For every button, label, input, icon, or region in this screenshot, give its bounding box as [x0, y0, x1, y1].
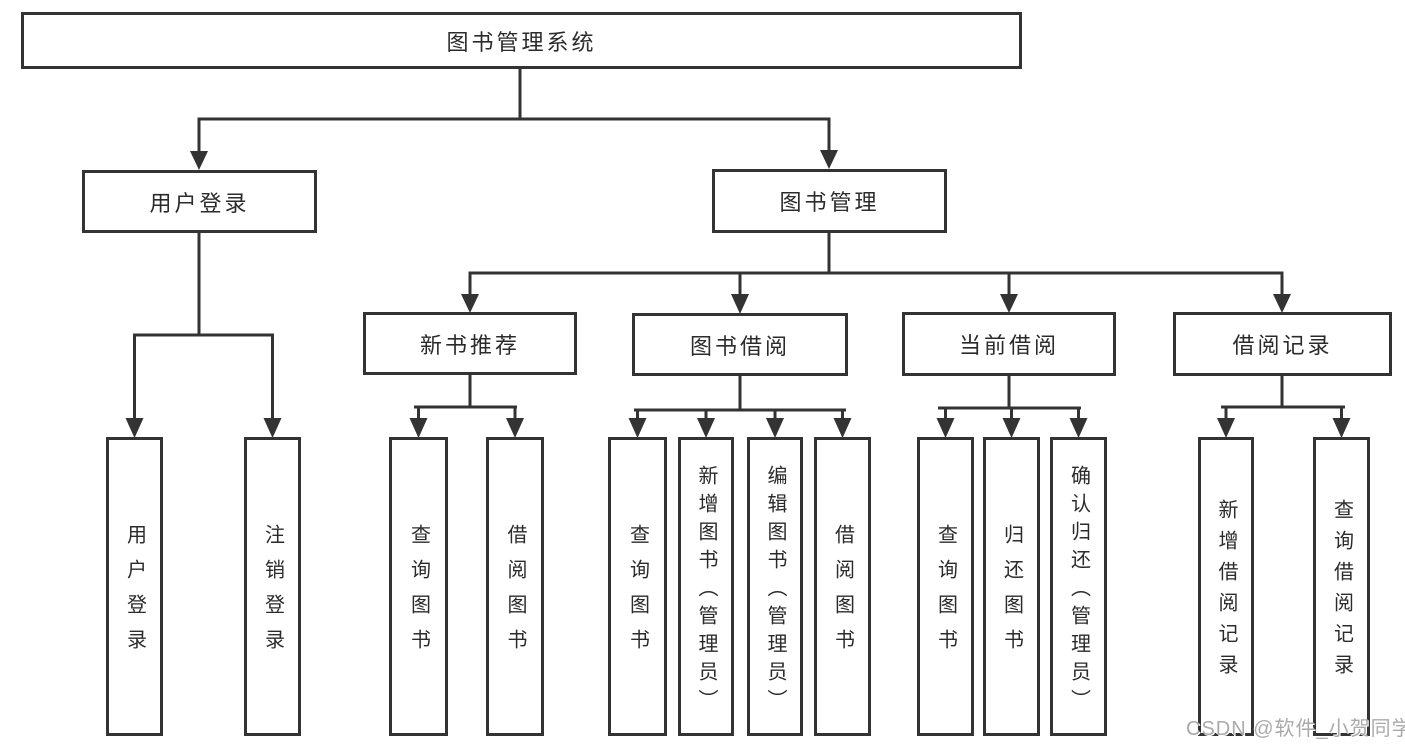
leaf-label: 新增图书（管理员） [695, 464, 717, 717]
leaf-edit-books-admin: 编辑图书（管理员） [747, 437, 803, 736]
leaf-label: 查询图书 [626, 524, 649, 664]
leaf-label: 编辑图书（管理员） [764, 464, 786, 717]
leaf-label: 查询图书 [934, 524, 957, 664]
leaf-label: 确认归还（管理员） [1067, 464, 1090, 717]
node-book-management: 图书管理 [712, 169, 947, 233]
node-new-book-recommendation: 新书推荐 [363, 312, 577, 375]
leaf-label: 归还图书 [1000, 524, 1023, 664]
node-borrowing-records: 借阅记录 [1173, 312, 1392, 376]
node-label: 当前借阅 [958, 333, 1059, 358]
leaf-label: 借阅图书 [504, 524, 526, 664]
leaf-label: 用户登录 [123, 524, 146, 664]
leaf-add-books-admin: 新增图书（管理员） [678, 437, 734, 736]
node-current-borrowing: 当前借阅 [902, 312, 1116, 376]
leaf-label: 借阅图书 [831, 524, 854, 664]
leaf-query-books-recommend: 查询图书 [389, 437, 448, 736]
node-label: 图书管理 [779, 190, 880, 215]
leaf-user-login: 用户登录 [106, 437, 163, 736]
leaf-add-borrow-record: 新增借阅记录 [1198, 437, 1254, 736]
node-book-borrowing: 图书借阅 [632, 313, 848, 376]
leaf-borrow-books: 借阅图书 [814, 437, 871, 736]
node-label: 借阅记录 [1232, 333, 1333, 358]
leaf-query-borrow-record: 查询借阅记录 [1313, 437, 1370, 736]
leaf-confirm-return-admin: 确认归还（管理员） [1050, 437, 1107, 736]
node-label: 新书推荐 [419, 332, 520, 358]
node-label: 图书管理系统 [446, 29, 597, 55]
node-label: 用户登录 [149, 190, 250, 216]
node-library-management-system: 图书管理系统 [21, 12, 1022, 69]
leaf-label: 注销登录 [261, 524, 284, 664]
node-user-login: 用户登录 [82, 170, 317, 233]
leaf-label: 新增借阅记录 [1215, 499, 1237, 685]
leaf-logout: 注销登录 [244, 437, 301, 736]
leaf-borrow-books-recommend: 借阅图书 [486, 437, 544, 736]
leaf-return-books: 归还图书 [983, 437, 1040, 736]
leaf-query-books-borrow: 查询图书 [608, 437, 667, 736]
leaf-query-books-current: 查询图书 [917, 437, 974, 736]
watermark-text: CSDN @软件_小贺同学 [1186, 718, 1405, 740]
node-label: 图书借阅 [689, 333, 790, 359]
leaf-label: 查询图书 [407, 524, 430, 664]
leaf-label: 查询借阅记录 [1330, 499, 1353, 685]
